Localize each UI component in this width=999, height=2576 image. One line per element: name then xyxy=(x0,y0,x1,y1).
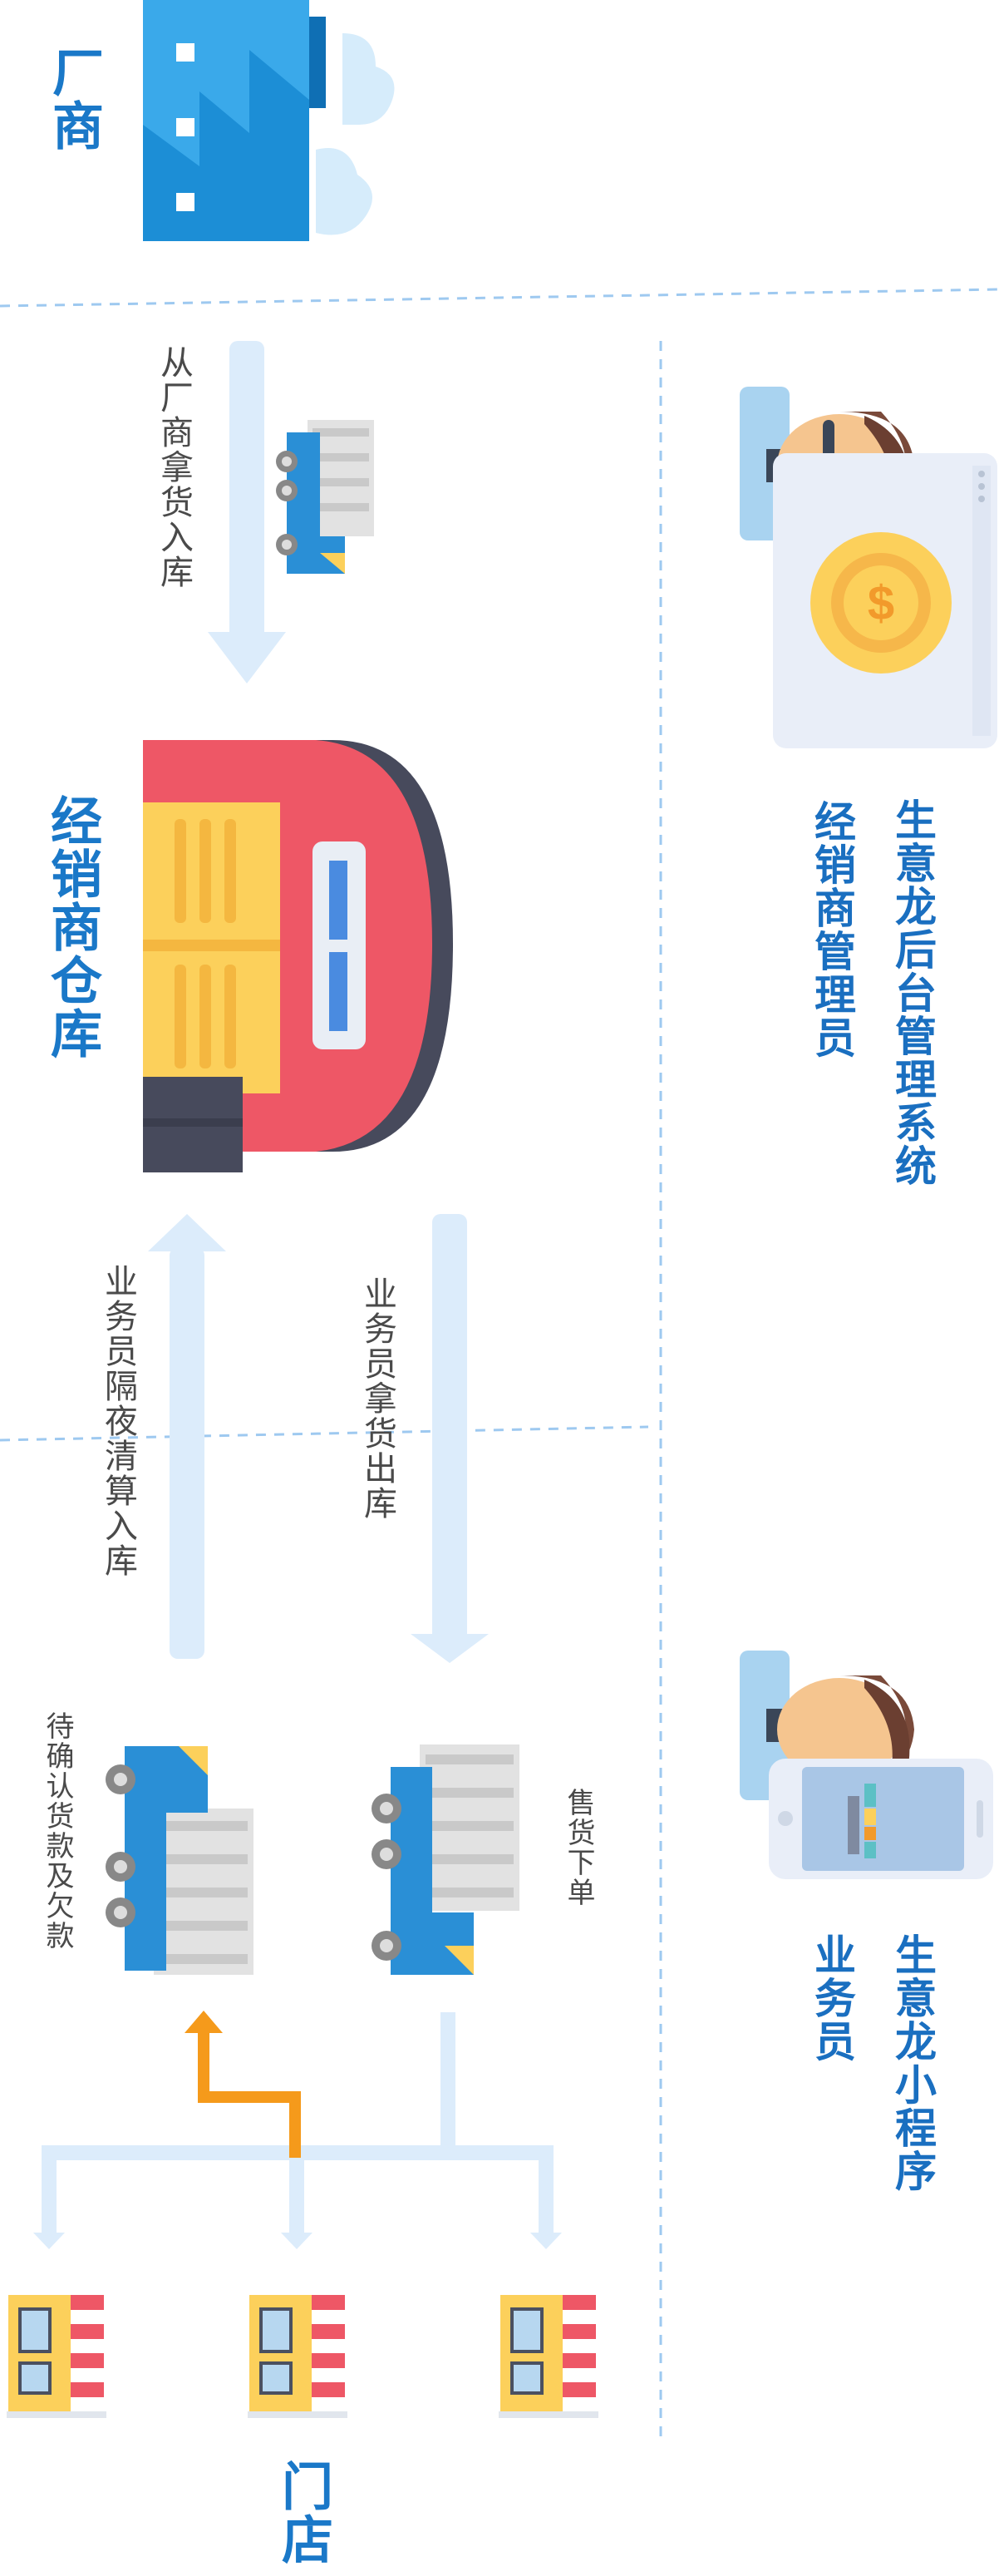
admin-dashboard-icon: $ xyxy=(773,453,997,748)
backend-system-label: 生意龙后台管理系统 xyxy=(889,798,936,1187)
pending-confirm-label: 待确认货款及欠款 xyxy=(42,1711,73,1951)
store-icon xyxy=(7,2295,106,2418)
warehouse-icon xyxy=(143,740,453,1172)
separator-top xyxy=(0,288,999,308)
outbound-flow-label: 业务员拿货出库 xyxy=(359,1276,396,1521)
manufacturer-label: 厂商 xyxy=(44,46,101,152)
dealer-admin-label: 经销商管理员 xyxy=(809,800,855,1059)
inbound-flow-label: 从厂商拿货入库 xyxy=(155,345,192,590)
svg-text:$: $ xyxy=(868,576,894,630)
truck-icon-inbound xyxy=(276,420,374,574)
arrow-down-outbound xyxy=(411,1214,489,1663)
overnight-flow-label: 业务员隔夜清算入库 xyxy=(100,1264,136,1578)
arrow-down-inbound xyxy=(208,341,286,683)
warehouse-label: 经销商仓库 xyxy=(42,794,100,1060)
store-icon xyxy=(499,2295,598,2418)
sell-order-label: 售货下单 xyxy=(563,1788,594,1907)
arrow-up-overnight xyxy=(148,1214,226,1659)
store-icon xyxy=(248,2295,347,2418)
truck-icon-sale xyxy=(372,1744,519,1975)
orange-return-arrow xyxy=(185,2011,301,2158)
stores-label: 门店 xyxy=(273,2460,331,2566)
factory-icon xyxy=(143,0,395,241)
smartphone-icon xyxy=(769,1759,993,1879)
truck-icon-pending xyxy=(106,1746,253,1975)
salesman-label: 业务员 xyxy=(809,1933,855,2063)
mini-program-label: 生意龙小程序 xyxy=(889,1933,936,2193)
